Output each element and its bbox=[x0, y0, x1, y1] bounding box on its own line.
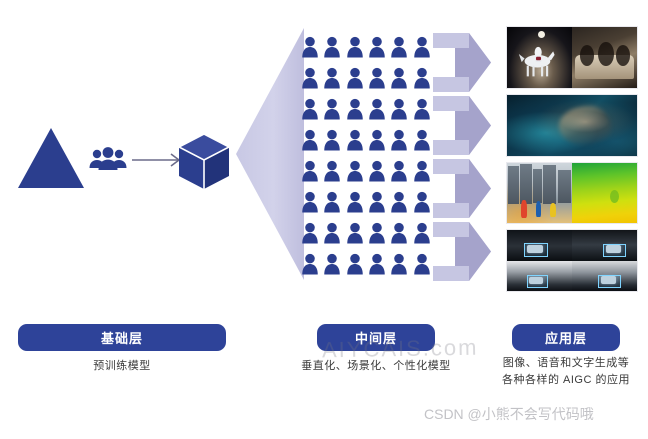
person-icon bbox=[299, 218, 321, 249]
person-icon bbox=[388, 156, 410, 187]
person-icon bbox=[411, 32, 433, 63]
person-icon bbox=[299, 63, 321, 94]
person-icon bbox=[321, 187, 343, 218]
person-icon bbox=[366, 32, 388, 63]
application-layer-caption-line2: 各种各样的 AIGC 的应用 bbox=[501, 374, 630, 386]
person-icon bbox=[344, 156, 366, 187]
person-icon bbox=[411, 187, 433, 218]
person-icon bbox=[411, 218, 433, 249]
person-icon bbox=[388, 94, 410, 125]
person-icon bbox=[321, 249, 343, 280]
person-icon bbox=[388, 249, 410, 280]
person-icon bbox=[411, 156, 433, 187]
base-layer-pill-label: 基础层 bbox=[100, 331, 143, 346]
person-icon bbox=[344, 187, 366, 218]
person-icon bbox=[366, 249, 388, 280]
person-icon bbox=[366, 94, 388, 125]
person-icon bbox=[299, 125, 321, 156]
person-icon bbox=[299, 32, 321, 63]
middle-layer-pill-label: 中间层 bbox=[354, 331, 397, 346]
person-icon bbox=[344, 63, 366, 94]
person-icon bbox=[411, 125, 433, 156]
chevron-arrow-stack bbox=[433, 33, 491, 281]
person-icon bbox=[411, 94, 433, 125]
person-icon bbox=[299, 94, 321, 125]
funnel-wedge-shape bbox=[236, 28, 304, 280]
person-icon bbox=[366, 156, 388, 187]
people-group-icon bbox=[88, 146, 128, 174]
person-icon bbox=[321, 125, 343, 156]
chevron-right-icon bbox=[433, 222, 491, 281]
person-icon bbox=[321, 94, 343, 125]
person-icon bbox=[388, 125, 410, 156]
application-layer-pill[interactable]: 应用层 bbox=[512, 324, 620, 351]
person-icon bbox=[411, 63, 433, 94]
base-layer-caption: 预训练模型 bbox=[93, 360, 151, 372]
middle-layer-caption: 垂直化、场景化、个性化模型 bbox=[301, 360, 451, 372]
chevron-right-icon bbox=[433, 33, 491, 92]
person-icon bbox=[344, 94, 366, 125]
astronaut-riding-horse-image bbox=[506, 26, 638, 89]
application-layer-pill-label: 应用层 bbox=[544, 331, 587, 346]
person-icon bbox=[321, 63, 343, 94]
person-icon bbox=[344, 125, 366, 156]
person-icon bbox=[344, 32, 366, 63]
person-icon bbox=[299, 249, 321, 280]
application-layer-caption-line1: 图像、语音和文字生成等 bbox=[502, 357, 630, 369]
people-grid bbox=[299, 32, 433, 280]
triangle-icon bbox=[18, 128, 84, 188]
person-icon bbox=[388, 32, 410, 63]
abstract-teal-artwork-image bbox=[506, 93, 638, 157]
person-icon bbox=[366, 125, 388, 156]
person-icon bbox=[321, 32, 343, 63]
chevron-right-icon bbox=[433, 96, 491, 155]
cube-3d-icon bbox=[176, 132, 232, 192]
person-icon bbox=[344, 249, 366, 280]
chevron-right-icon bbox=[433, 159, 491, 218]
person-icon bbox=[388, 187, 410, 218]
person-icon bbox=[366, 187, 388, 218]
base-layer-icon-group bbox=[0, 110, 236, 210]
application-layer-caption: 图像、语音和文字生成等 各种各样的 AIGC 的应用 bbox=[496, 355, 636, 389]
person-icon bbox=[299, 187, 321, 218]
autonomous-driving-frames-image bbox=[506, 229, 638, 292]
person-icon bbox=[344, 218, 366, 249]
person-icon bbox=[411, 249, 433, 280]
person-icon bbox=[321, 156, 343, 187]
street-scene-depth-map-image bbox=[506, 161, 638, 225]
person-icon bbox=[299, 156, 321, 187]
person-icon bbox=[321, 218, 343, 249]
application-thumbnail-list bbox=[506, 26, 638, 292]
watermark-bottom: CSDN @小熊不会写代码哦 bbox=[424, 406, 594, 422]
person-icon bbox=[366, 218, 388, 249]
person-icon bbox=[366, 63, 388, 94]
person-icon bbox=[388, 218, 410, 249]
person-icon bbox=[388, 63, 410, 94]
middle-layer-pill[interactable]: 中间层 bbox=[317, 324, 435, 351]
base-layer-pill[interactable]: 基础层 bbox=[18, 324, 226, 351]
